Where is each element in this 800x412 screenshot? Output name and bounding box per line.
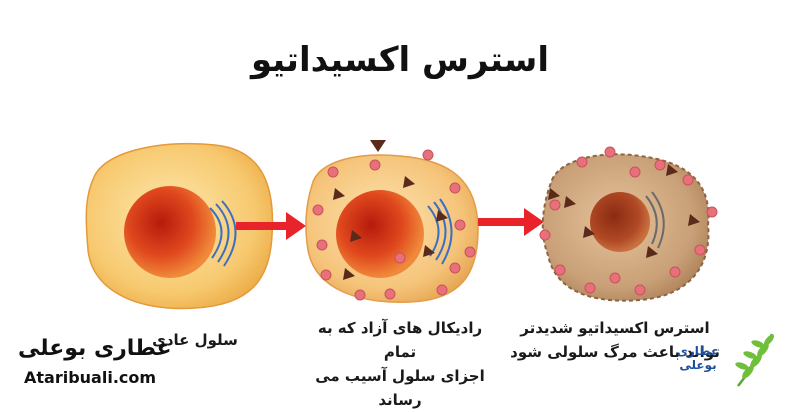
page-title: استرس اکسیداتیو [250,40,550,80]
normal-cell-caption: سلول عادی [130,328,260,352]
caption-line: استرس اکسیداتیو شدیدتر [520,319,710,337]
logo-text-line: عطاری [676,344,720,358]
caption-line: رادیکال های آزاد که به تمام [317,319,483,361]
brand-url[interactable]: Ataribuali.com [24,368,157,387]
caption-line: سلول عادی [152,331,238,349]
brand-name: عطاری بوعلی [18,336,172,361]
free-radical-triangles [333,140,700,280]
brand-logo [735,333,775,387]
logo-text-line: بوعلی [679,358,717,372]
damaged-cell-nucleus [336,190,424,278]
severe-stress-caption: استرس اکسیداتیو شدیدتر تواند باعث مرگ سل… [510,316,720,364]
dying-cell-organelle [645,191,665,249]
free-radical-caption: رادیکال های آزاد که به تمام اجزای سلول آ… [300,316,500,412]
arrow-2 [478,208,544,236]
free-radical-dots [312,146,718,301]
normal-cell-nucleus [124,186,216,278]
caption-line: تواند باعث مرگ سلولی شود [510,343,720,361]
caption-line: اجزای سلول آسیب می رساند [315,367,485,409]
dying-cell-nucleus [590,192,650,252]
arrow-1 [236,212,306,240]
logo-text: عطاری بوعلی [672,344,724,372]
normal-cell-organelle [209,200,237,267]
oxidative-stress-diagram [85,140,718,310]
leaf-icon [735,333,775,387]
